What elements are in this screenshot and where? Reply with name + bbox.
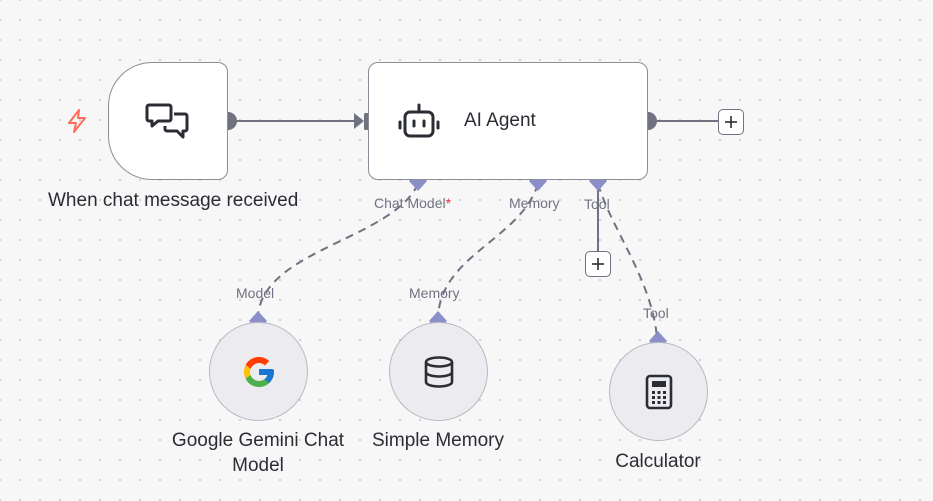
calculator-label: Calculator	[615, 451, 701, 472]
memory-port-label: Memory	[509, 195, 560, 211]
ai-agent-title: AI Agent	[464, 110, 536, 131]
chat-model-port-label: Chat Model*	[374, 195, 451, 211]
robot-icon	[398, 103, 440, 138]
simple-memory-node[interactable]	[389, 322, 488, 421]
agent-input-arrow	[354, 113, 364, 129]
database-icon	[424, 355, 453, 388]
google-icon	[243, 356, 274, 387]
add-tool-button[interactable]	[585, 251, 611, 277]
plus-icon	[725, 116, 737, 128]
plus-icon	[592, 258, 604, 270]
memory-output-port-label: Memory	[409, 285, 460, 301]
chat-trigger-node[interactable]	[108, 62, 228, 180]
connection-tool-to-agent[interactable]	[597, 183, 658, 339]
gemini-chat-model-node[interactable]	[209, 322, 308, 421]
model-port-label: Model	[236, 285, 275, 301]
required-asterisk: *	[445, 195, 452, 211]
ai-agent-node[interactable]: AI Agent	[368, 62, 648, 180]
tool-port-label: Tool	[584, 196, 610, 212]
lightning-bolt-icon	[68, 109, 86, 133]
simple-memory-label: Simple Memory	[372, 430, 504, 451]
tool-output-port-label: Tool	[643, 305, 669, 321]
calculator-icon	[645, 374, 672, 409]
chat-trigger-label: When chat message received	[48, 190, 299, 211]
calculator-node[interactable]	[609, 342, 708, 441]
chat-model-port-text: Chat Model	[374, 195, 446, 211]
gemini-chat-model-label: Google Gemini Chat Model	[171, 430, 345, 476]
chat-bubbles-icon	[145, 103, 189, 139]
connection-memory-to-agent[interactable]	[437, 183, 539, 319]
add-node-button[interactable]	[718, 109, 744, 135]
